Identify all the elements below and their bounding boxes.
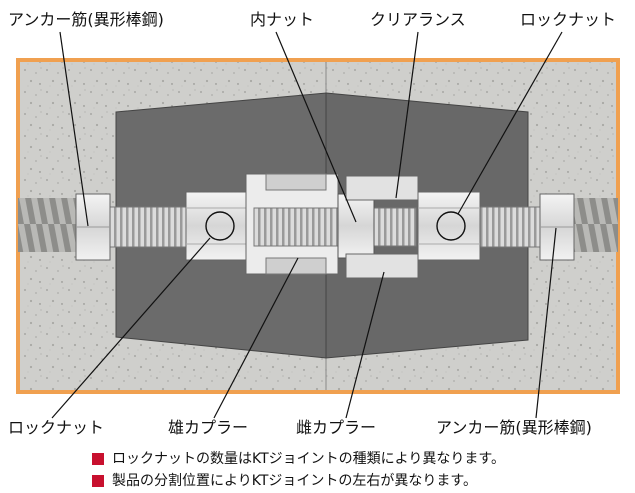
leader-male-coupler xyxy=(213,257,299,419)
lock-nut-right-marker xyxy=(436,211,466,241)
label-clearance: クリアランス xyxy=(370,10,466,29)
label-lock-nut-top: ロックナット xyxy=(520,10,617,29)
label-female-coupler: 雌カプラー xyxy=(296,418,377,437)
leader-anchor-bottom xyxy=(535,227,557,419)
rebar-left xyxy=(18,198,80,252)
female-coupler-top xyxy=(345,175,419,201)
label-anchor-bar-top-left: アンカー筋(異形棒鋼) xyxy=(8,10,164,29)
rebar-right xyxy=(572,198,618,252)
lock-nut-left-marker xyxy=(205,211,235,241)
female-coupler-bottom xyxy=(345,253,419,279)
leader-anchor-top xyxy=(59,31,89,227)
thread-right xyxy=(477,206,545,248)
leader-lock-bottom xyxy=(51,237,211,419)
note-1-text: ロックナットの数量はKTジョイントの種類により異なります。 xyxy=(112,451,505,467)
lock-nut-right xyxy=(417,191,481,261)
label-inner-nut: 内ナット xyxy=(250,10,315,29)
label-male-coupler: 雄カプラー xyxy=(168,418,249,437)
note-1: ロックナットの数量はKTジョイントの種類により異なります。 xyxy=(92,450,505,468)
note-bullet-icon xyxy=(92,475,104,487)
lock-nut-left xyxy=(185,191,247,261)
note-2: 製品の分割位置によりKTジョイントの左右が異なります。 xyxy=(92,472,477,490)
label-lock-nut-bottom: ロックナット xyxy=(8,418,105,437)
leader-lock-top xyxy=(457,31,563,215)
note-2-text: 製品の分割位置によりKTジョイントの左右が異なります。 xyxy=(112,473,477,489)
note-bullet-icon xyxy=(92,453,104,465)
leader-inner-nut xyxy=(275,31,357,223)
label-anchor-bar-bottom-right: アンカー筋(異形棒鋼) xyxy=(436,418,592,437)
leader-clearance xyxy=(395,31,419,199)
leader-female-coupler xyxy=(345,271,385,419)
inner-nut xyxy=(337,193,375,259)
thread-left xyxy=(107,206,187,248)
thread-center xyxy=(371,207,417,247)
